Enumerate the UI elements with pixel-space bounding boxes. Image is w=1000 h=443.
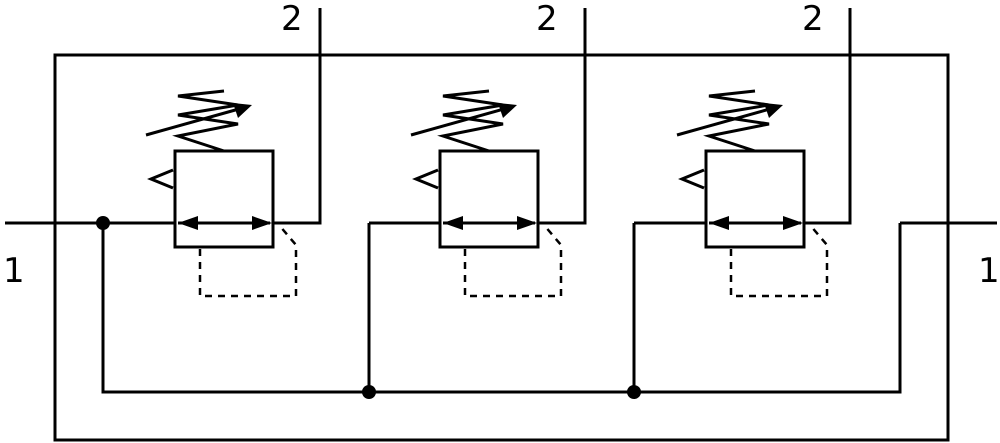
adjustable-spring-icon — [437, 89, 504, 153]
junction-dot — [96, 216, 110, 230]
pressure-regulator-1 — [145, 8, 322, 298]
outlet-port-label-2: 2 — [536, 0, 558, 39]
adjustable-spring-icon — [172, 89, 239, 153]
pressure-regulator-2 — [410, 8, 587, 298]
inlet-port-label-right: 1 — [978, 251, 1000, 291]
junction-dot — [627, 385, 641, 399]
inlet-port-label-left: 1 — [3, 251, 25, 291]
pressure-regulator-3 — [676, 8, 852, 298]
adjustable-spring-icon — [703, 89, 770, 153]
supply-manifold-line — [101, 221, 902, 394]
outlet-port-label-3: 2 — [802, 0, 824, 39]
manifold-frame — [53, 53, 950, 442]
junction-dot — [362, 385, 376, 399]
outlet-port-label-1: 2 — [281, 0, 303, 39]
